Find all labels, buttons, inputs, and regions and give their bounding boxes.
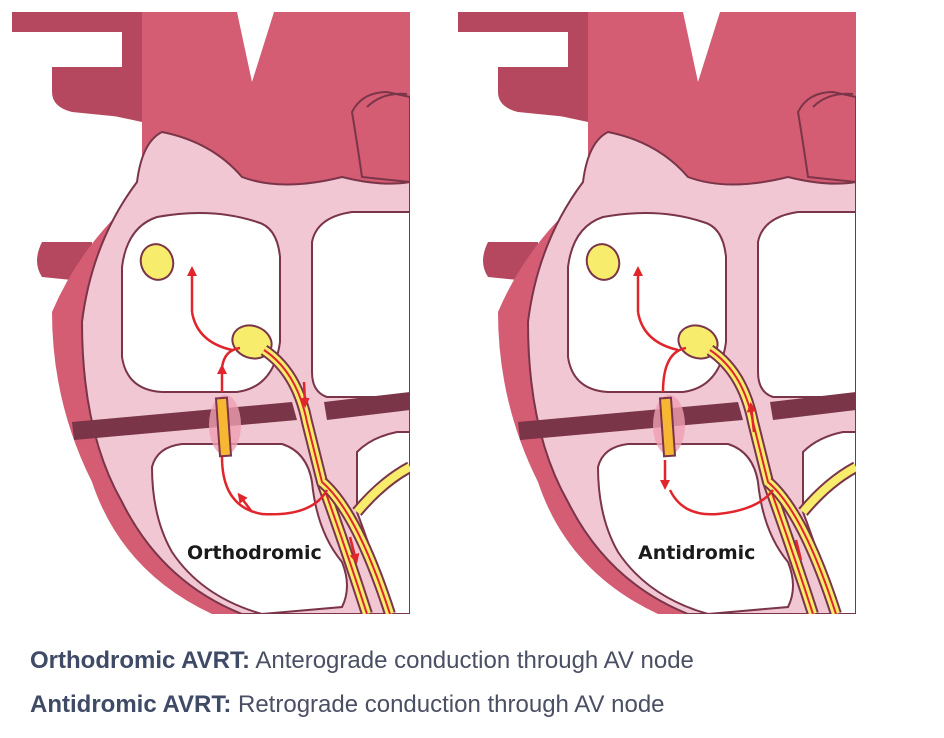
orthodromic-label: Orthodromic xyxy=(187,542,322,564)
antidromic-heart-diagram: Antidromic xyxy=(458,12,856,614)
antidromic-panel: Antidromic xyxy=(458,12,856,614)
orthodromic-caption-description: Anterograde conduction through AV node xyxy=(255,647,694,674)
orthodromic-caption-term: Orthodromic AVRT: xyxy=(30,647,250,674)
antidromic-caption-description: Retrograde conduction through AV node xyxy=(238,691,665,718)
orthodromic-caption: Orthodromic AVRT: Anterograde conduction… xyxy=(30,646,694,676)
antidromic-caption: Antidromic AVRT: Retrograde conduction t… xyxy=(30,690,665,720)
left-atrium-chamber xyxy=(312,212,410,397)
left-atrium-chamber xyxy=(758,212,856,397)
antidromic-label: Antidromic xyxy=(638,542,755,564)
orthodromic-heart-diagram: Orthodromic xyxy=(12,12,410,614)
orthodromic-panel: Orthodromic xyxy=(12,12,410,614)
right-atrium-chamber xyxy=(568,213,726,392)
right-atrium-chamber xyxy=(122,213,280,392)
antidromic-caption-term: Antidromic AVRT: xyxy=(30,691,231,718)
avrt-figure: Orthodromic xyxy=(0,0,944,620)
av-downward-arrow xyxy=(304,382,305,404)
